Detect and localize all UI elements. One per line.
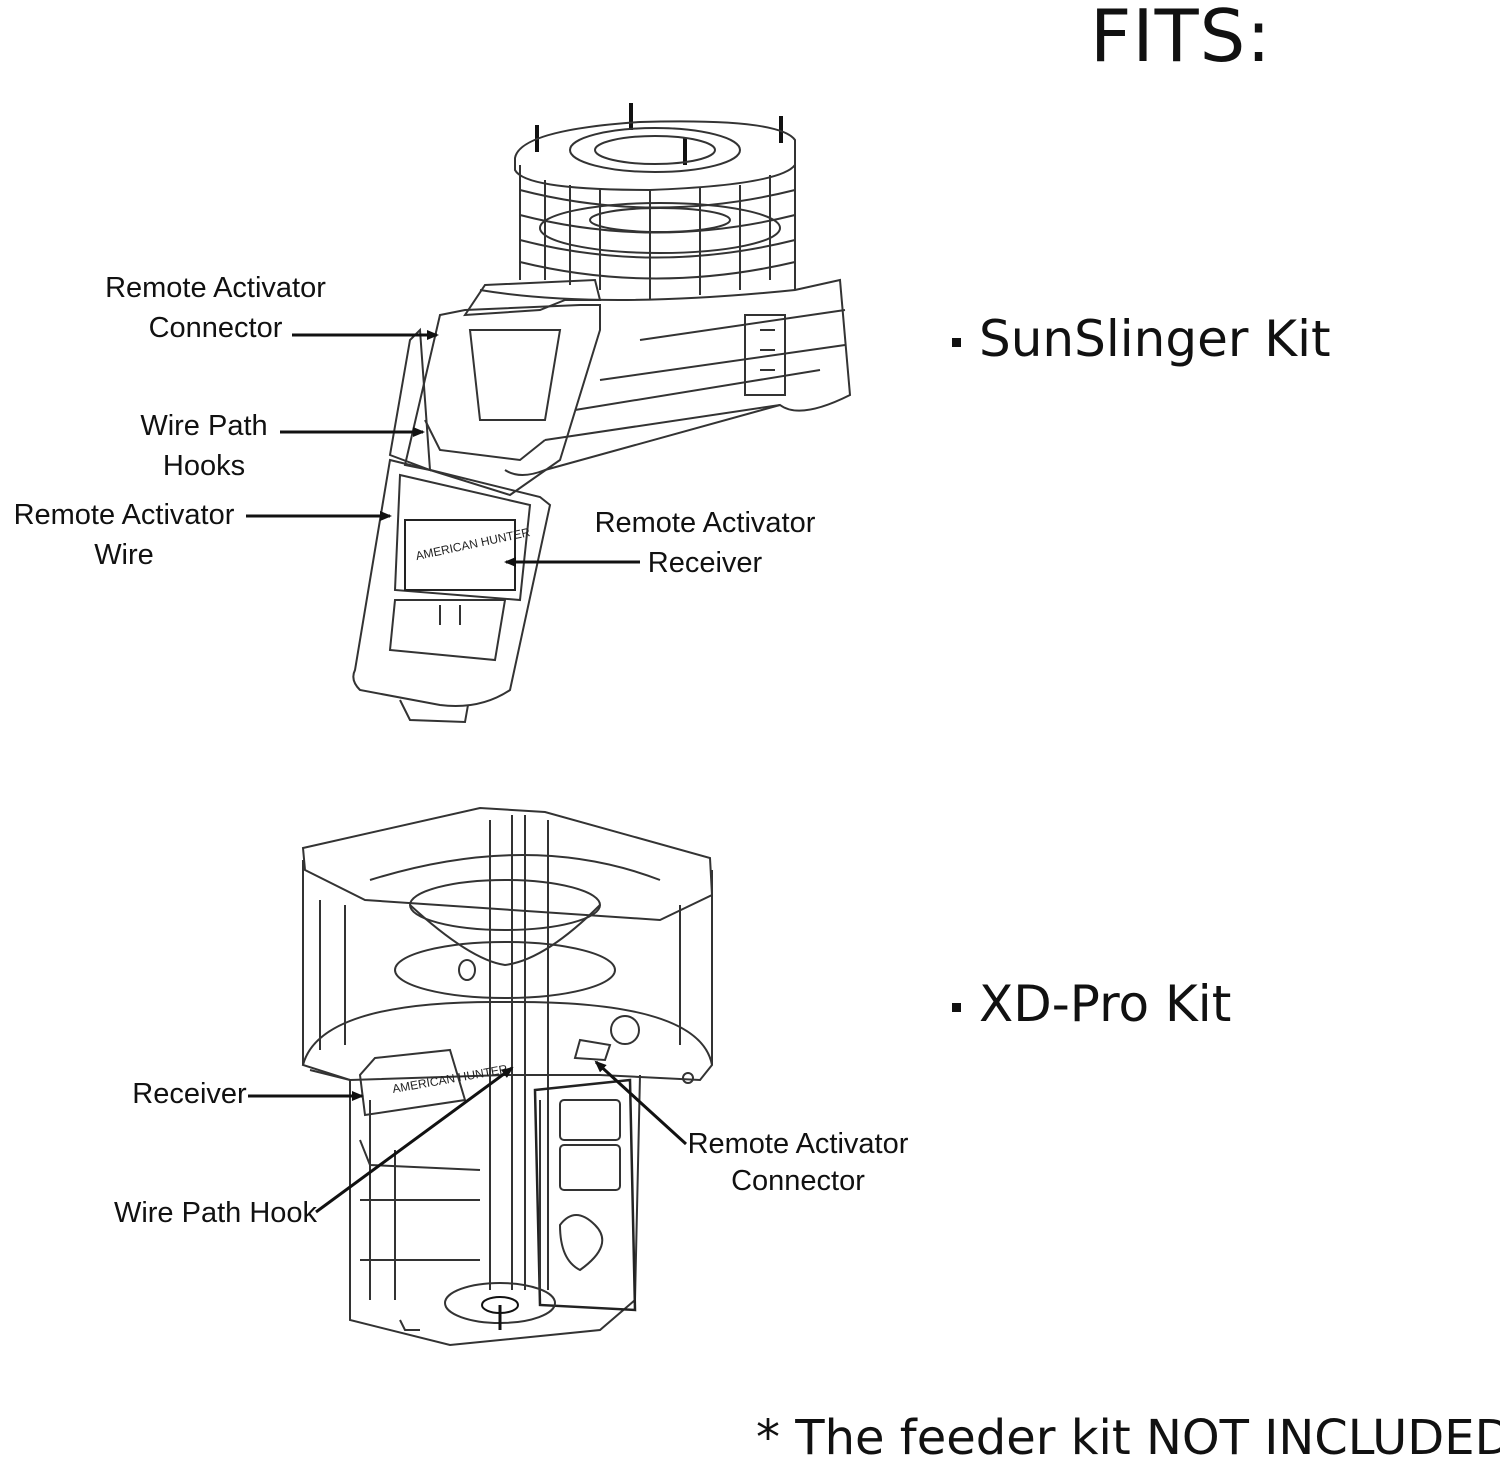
- callout-ss-connector: Remote Activator Connector: [105, 272, 326, 344]
- callout-ss-hooks: Wire Path Hooks: [140, 410, 268, 482]
- footnote: * The feeder kit NOT INCLUDED: [756, 1410, 1500, 1466]
- callout-xd-hook: Wire Path Hook: [113, 1197, 318, 1229]
- callout-ss-receiver: Remote Activator Receiver: [594, 507, 816, 579]
- arrow-xd-connector: [594, 1060, 688, 1146]
- kit-sunslinger: SunSlinger Kit: [952, 310, 1331, 368]
- kit-label: SunSlinger Kit: [979, 310, 1331, 368]
- xdpro-callout-arrows: [248, 1060, 688, 1214]
- kit-label: XD-Pro Kit: [979, 975, 1232, 1033]
- sunslinger-callout-arrows: [246, 330, 640, 567]
- fits-heading: FITS:: [1090, 0, 1272, 78]
- callout-xd-connector: Remote Activator Connector: [687, 1128, 909, 1197]
- callout-ss-wire: Remote Activator Wire: [13, 499, 235, 571]
- bullet-icon: [952, 338, 961, 347]
- kit-xdpro: XD-Pro Kit: [952, 975, 1231, 1033]
- brand-mark: AMERICAN HUNTER: [391, 1062, 509, 1096]
- callout-xd-receiver: Receiver: [132, 1078, 247, 1110]
- bullet-icon: [952, 1003, 961, 1012]
- sunslinger-feeder-illustration: AMERICAN HUNTER: [352, 103, 852, 724]
- xdpro-feeder-illustration: AMERICAN HUNTER: [301, 806, 714, 1347]
- arrow-xd-hook: [315, 1066, 514, 1214]
